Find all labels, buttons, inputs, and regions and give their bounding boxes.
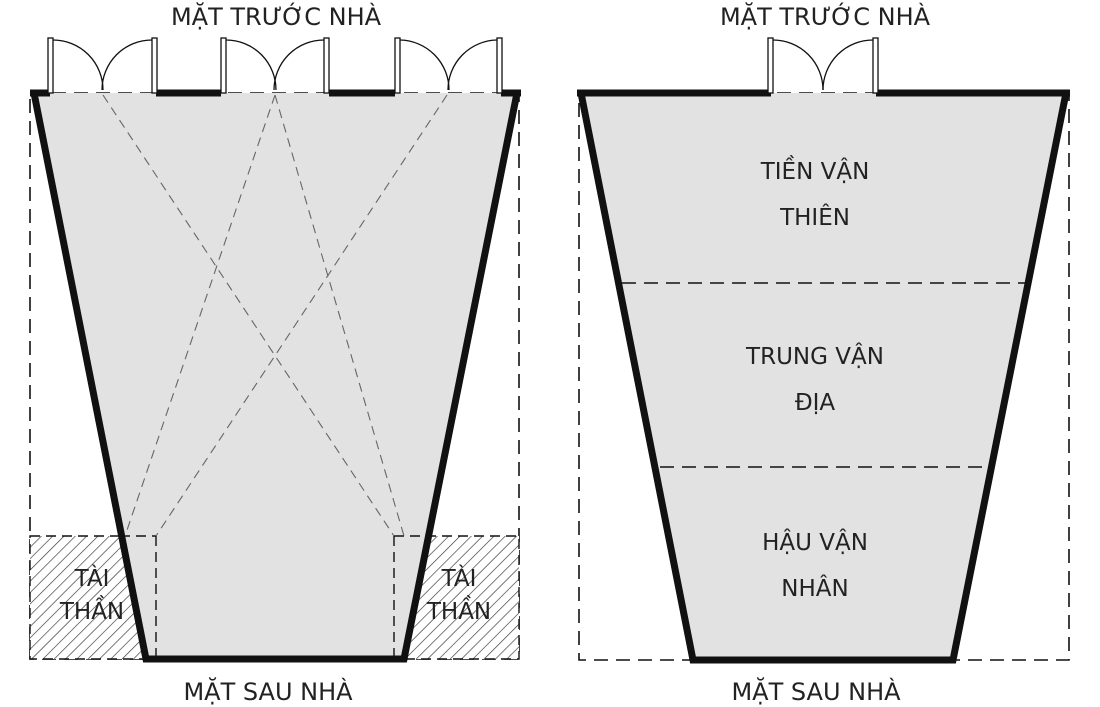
zone-front-line2: THIÊN (779, 203, 850, 231)
zone-middle-line2: ĐỊA (795, 390, 836, 416)
left-back-label: MẶT SAU NHÀ (183, 676, 353, 706)
right-floor-plan: MẶT TRƯỚC NHÀ MẶT SAU NHÀ TIỀN VẬN THIÊN… (577, 1, 1070, 706)
left-doors (47, 37, 503, 94)
right-corner-line1: TÀI (441, 564, 477, 592)
zone-middle-line1: TRUNG VẬN (745, 342, 884, 370)
zone-front-line1: TIỀN VẬN (760, 155, 870, 185)
door-icon (394, 37, 503, 94)
zone-back-line1: HẬU VẬN (762, 528, 868, 556)
right-corner-line2: THẦN (426, 595, 491, 625)
door-icon (220, 37, 330, 94)
door-icon (767, 37, 879, 94)
sight-lines (102, 94, 448, 537)
right-back-label: MẶT SAU NHÀ (731, 676, 901, 706)
zone-back-line2: NHÂN (781, 574, 848, 602)
left-walls (30, 89, 521, 663)
right-house-shape (581, 93, 1066, 660)
left-house-shape (34, 93, 517, 659)
right-front-label: MẶT TRƯỚC NHÀ (720, 1, 931, 31)
right-walls (577, 89, 1070, 664)
door-icon (47, 37, 158, 94)
left-corner-line2: THẦN (59, 595, 124, 625)
left-corner-line1: TÀI (74, 564, 110, 592)
left-front-label: MẶT TRƯỚC NHÀ (171, 1, 382, 31)
left-floor-plan: MẶT TRƯỚC NHÀ MẶT SAU NHÀ TÀI THẦN TÀI T… (29, 1, 521, 706)
